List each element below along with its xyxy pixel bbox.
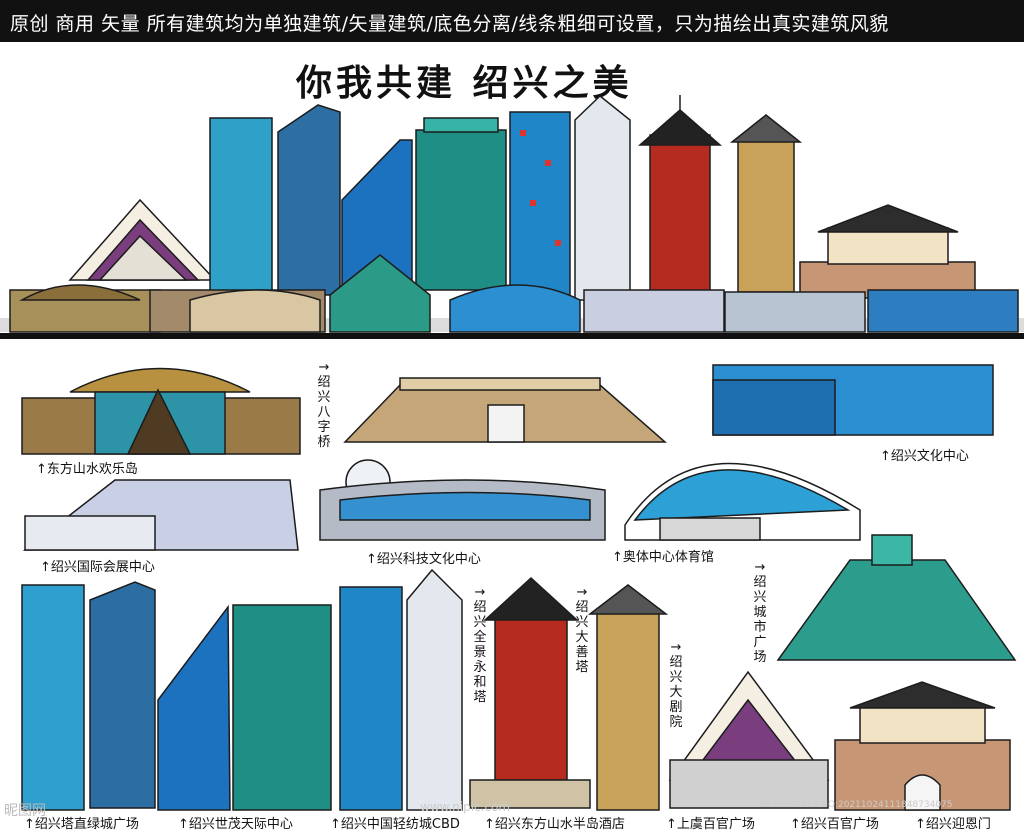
label-culture-center: ↑绍兴文化中心 bbox=[880, 449, 969, 464]
top-banner: 原创 商用 矢量 所有建筑均为单独建筑/矢量建筑/底色分离/线条粗细可设置，只为… bbox=[0, 0, 1024, 42]
label-shangyu-plaza: ↑上虞百官广场 bbox=[666, 817, 755, 832]
expo-center-icon bbox=[22, 479, 299, 551]
yingen-gate-icon bbox=[834, 681, 1011, 811]
label-shimao: ↑绍兴世茂天际中心 bbox=[178, 817, 293, 832]
label-dashan-pagoda: →绍兴大善塔 bbox=[575, 585, 589, 675]
banner-text: 原创 商用 矢量 所有建筑均为单独建筑/矢量建筑/底色分离/线条粗细可设置，只为… bbox=[10, 13, 889, 35]
shimao-tower-icon bbox=[157, 604, 332, 811]
green-plaza-icon bbox=[21, 581, 156, 811]
page-title: 你我共建 绍兴之美 bbox=[296, 63, 633, 104]
label-city-square: →绍兴城市广场 bbox=[753, 560, 767, 665]
label-yonghe-pagoda: →绍兴全景永和塔 bbox=[473, 585, 487, 705]
culture-center-icon bbox=[712, 364, 994, 436]
label-cbd: ↑绍兴中国轻纺城CBD bbox=[330, 817, 460, 832]
label-happy-island: ↑东方山水欢乐岛 bbox=[36, 462, 138, 477]
label-grand-theatre: →绍兴大剧院 bbox=[669, 640, 683, 730]
label-hotel: ↑绍兴东方山水半岛酒店 bbox=[484, 817, 625, 832]
watermark-url: www.nipic.com bbox=[420, 800, 511, 814]
grand-theatre-icon bbox=[668, 670, 830, 809]
label-baiguan-plaza: ↑绍兴百官广场 bbox=[790, 817, 879, 832]
watermark-logo: 昵图网 bbox=[4, 803, 46, 819]
stadium-icon bbox=[624, 462, 861, 541]
happy-island-icon bbox=[21, 367, 301, 455]
label-tech-center: ↑绍兴科技文化中心 bbox=[366, 552, 481, 567]
section-divider bbox=[0, 333, 1024, 339]
label-bazi-bridge: →绍兴八字桥 bbox=[317, 360, 331, 450]
skyline-collage bbox=[0, 95, 1024, 333]
label-yingen-gate: ↑绍兴迎恩门 bbox=[915, 817, 991, 832]
label-green-plaza: ↑绍兴塔直绿城广场 bbox=[24, 817, 139, 832]
watermark-id: ID:28220491 NO:20211024111848734075 bbox=[760, 800, 953, 810]
dashan-pagoda-icon bbox=[587, 584, 669, 811]
city-square-icon bbox=[776, 534, 1017, 661]
label-stadium: ↑奥体中心体育馆 bbox=[612, 550, 714, 565]
yonghe-pagoda-icon bbox=[469, 576, 591, 809]
tech-center-icon bbox=[319, 459, 606, 541]
cbd-tower-icon bbox=[339, 568, 463, 811]
bazi-bridge-icon bbox=[343, 377, 667, 443]
label-expo-center: ↑绍兴国际会展中心 bbox=[40, 560, 155, 575]
